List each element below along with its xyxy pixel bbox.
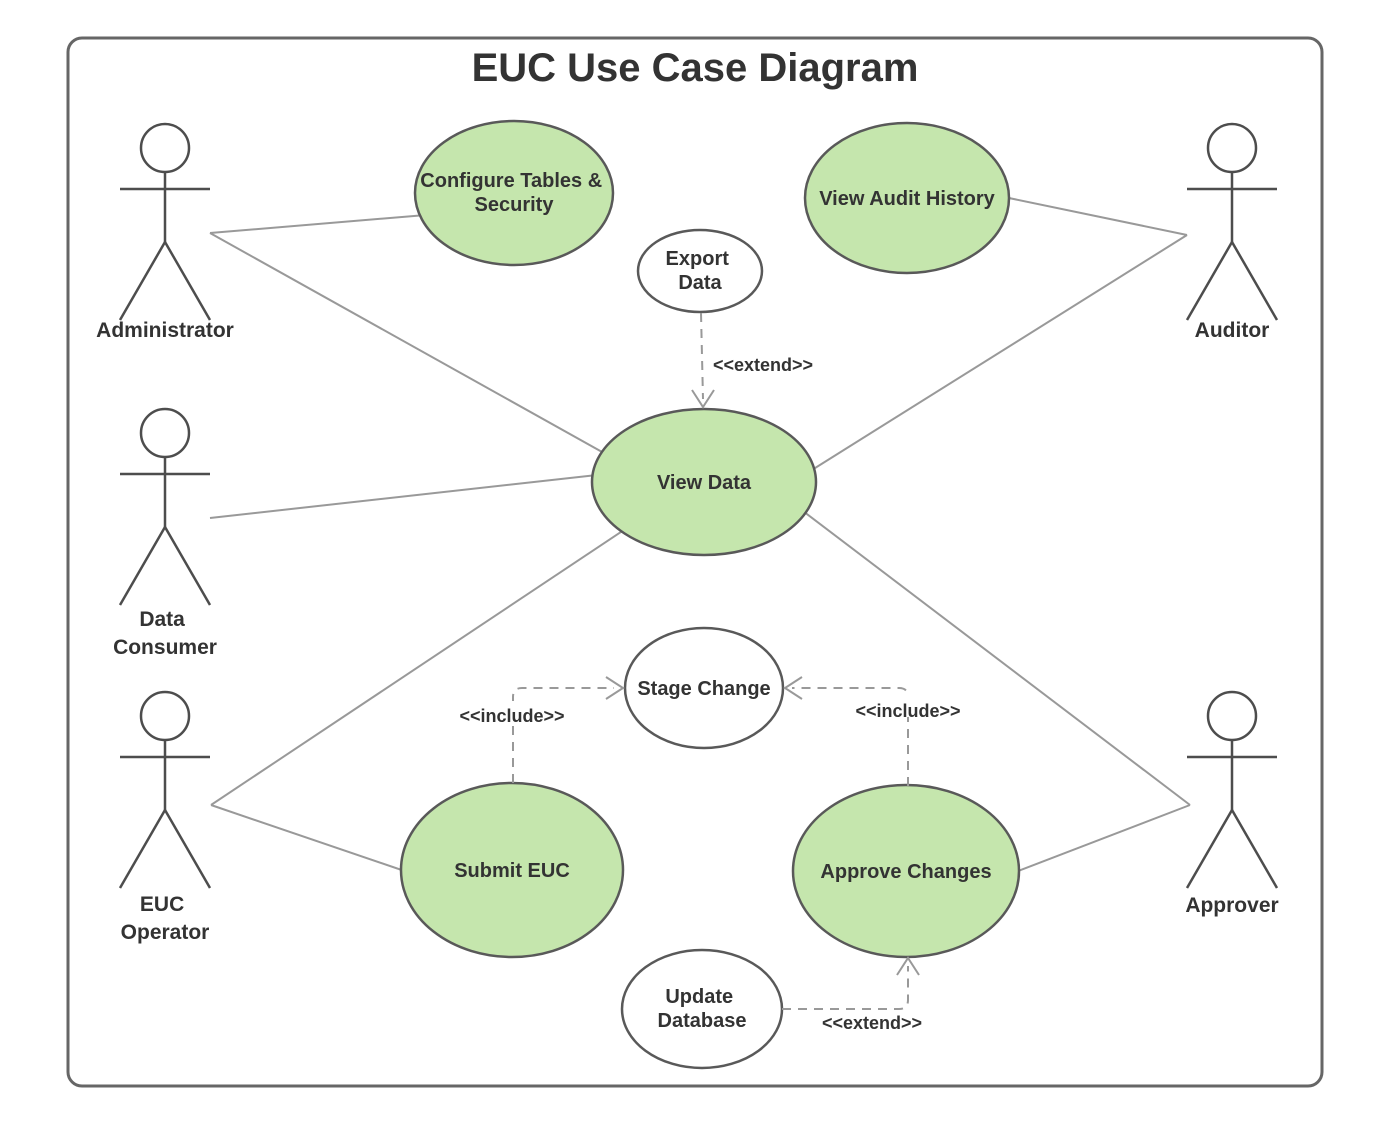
actor-leg-right xyxy=(163,809,212,889)
dependency-submit-include-label: <<include>> xyxy=(459,706,564,726)
actor-leg-right xyxy=(1230,809,1279,889)
usecase-view-data-label: View Data xyxy=(657,472,752,494)
dependency-export-extend[interactable]: <<extend>> xyxy=(691,312,813,409)
actor-head-icon xyxy=(139,122,191,174)
arrowhead-up-icon xyxy=(896,956,920,976)
label-background xyxy=(458,701,568,722)
usecase-approve-changes[interactable]: Approve Changes xyxy=(791,783,1021,959)
usecase-update-database-label: Update Database xyxy=(658,986,747,1032)
actor-auditor-label: Auditor xyxy=(1195,319,1270,342)
usecase-submit-euc-label: Submit EUC xyxy=(454,860,570,882)
arrowhead-left-icon xyxy=(783,676,803,700)
actor-leg-left xyxy=(118,241,167,321)
usecase-export-data-ellipse xyxy=(636,228,764,314)
dependency-submit-include-line[interactable] xyxy=(512,687,614,783)
actor-administrator[interactable]: Administrator xyxy=(96,122,234,342)
actor-head-icon xyxy=(1206,122,1258,174)
association-auditor-view-data[interactable] xyxy=(779,234,1188,491)
usecase-approve-changes-ellipse xyxy=(791,783,1021,959)
actor-approver[interactable]: Approver xyxy=(1185,690,1279,917)
actor-euc-operator-label: EUC Operator xyxy=(121,893,210,944)
association-approver-view-data[interactable] xyxy=(794,504,1191,806)
usecase-stage-change-ellipse xyxy=(623,626,785,750)
usecase-approve-changes-label: Approve Changes xyxy=(820,861,991,883)
usecase-configure-label: Configure Tables & Security xyxy=(420,170,607,216)
diagram-title: EUC Use Case Diagram xyxy=(472,46,919,90)
actor-leg-right xyxy=(163,526,212,606)
dependency-export-extend-label: <<extend>> xyxy=(713,355,813,375)
actor-approver-label: Approver xyxy=(1185,894,1278,917)
actor-leg-right xyxy=(163,241,212,321)
usecase-update-database[interactable]: Update Database xyxy=(620,948,784,1070)
association-lines xyxy=(209,191,1191,879)
association-data-consumer-view-data[interactable] xyxy=(209,472,616,519)
label-background xyxy=(853,696,963,717)
dependency-update-extend-label: <<extend>> xyxy=(822,1013,922,1033)
usecase-configure-tables-security[interactable]: Configure Tables & Security xyxy=(413,119,615,267)
usecase-export-data[interactable]: Export Data xyxy=(636,228,764,314)
actor-data-consumer-label: Data Consumer xyxy=(113,608,217,659)
association-administrator-configure[interactable] xyxy=(209,212,451,234)
association-approver-approve-changes[interactable] xyxy=(999,804,1191,879)
dependency-export-extend-line[interactable] xyxy=(700,312,704,400)
dependency-submit-include[interactable]: <<include>> xyxy=(458,676,625,783)
dependency-update-extend-line[interactable] xyxy=(782,966,909,1010)
actor-data-consumer[interactable]: Data Consumer xyxy=(113,407,217,659)
actor-head-icon xyxy=(139,690,191,742)
usecase-view-data-ellipse xyxy=(590,407,818,557)
dependency-approve-include-line[interactable] xyxy=(792,687,909,786)
association-euc-operator-submit-euc[interactable] xyxy=(210,804,426,879)
usecase-configure-ellipse xyxy=(413,119,615,267)
actor-head-icon xyxy=(139,407,191,459)
actor-leg-left xyxy=(1185,241,1234,321)
usecase-view-data[interactable]: View Data xyxy=(590,407,818,557)
actor-administrator-label: Administrator xyxy=(96,319,234,342)
association-administrator-view-data[interactable] xyxy=(209,232,621,463)
usecase-view-audit-history-label: View Audit History xyxy=(819,188,995,210)
usecase-view-audit-history-ellipse xyxy=(803,121,1011,275)
association-auditor-view-audit-history[interactable] xyxy=(979,191,1188,236)
actor-leg-right xyxy=(1230,241,1279,321)
usecase-update-database-ellipse xyxy=(620,948,784,1070)
association-euc-operator-view-data[interactable] xyxy=(210,505,661,806)
usecase-submit-euc[interactable]: Submit EUC xyxy=(399,781,625,959)
usecase-export-data-label: Export Data xyxy=(666,248,735,294)
usecase-stage-change-label: Stage Change xyxy=(637,678,770,700)
actor-leg-left xyxy=(118,809,167,889)
usecase-view-audit-history[interactable]: View Audit History xyxy=(803,121,1011,275)
dependency-approve-include[interactable]: <<include>> xyxy=(783,676,963,786)
arrowhead-right-icon xyxy=(605,676,625,700)
actor-auditor[interactable]: Auditor xyxy=(1185,122,1279,342)
dependency-approve-include-label: <<include>> xyxy=(855,701,960,721)
diagram-frame xyxy=(66,36,1324,1088)
actor-leg-left xyxy=(118,526,167,606)
actor-euc-operator[interactable]: EUC Operator xyxy=(118,690,212,944)
dependency-update-extend[interactable]: <<extend>> xyxy=(782,956,922,1033)
arrowhead-down-icon xyxy=(691,389,715,409)
actor-leg-left xyxy=(1185,809,1234,889)
usecase-stage-change[interactable]: Stage Change xyxy=(623,626,785,750)
actor-head-icon xyxy=(1206,690,1258,742)
